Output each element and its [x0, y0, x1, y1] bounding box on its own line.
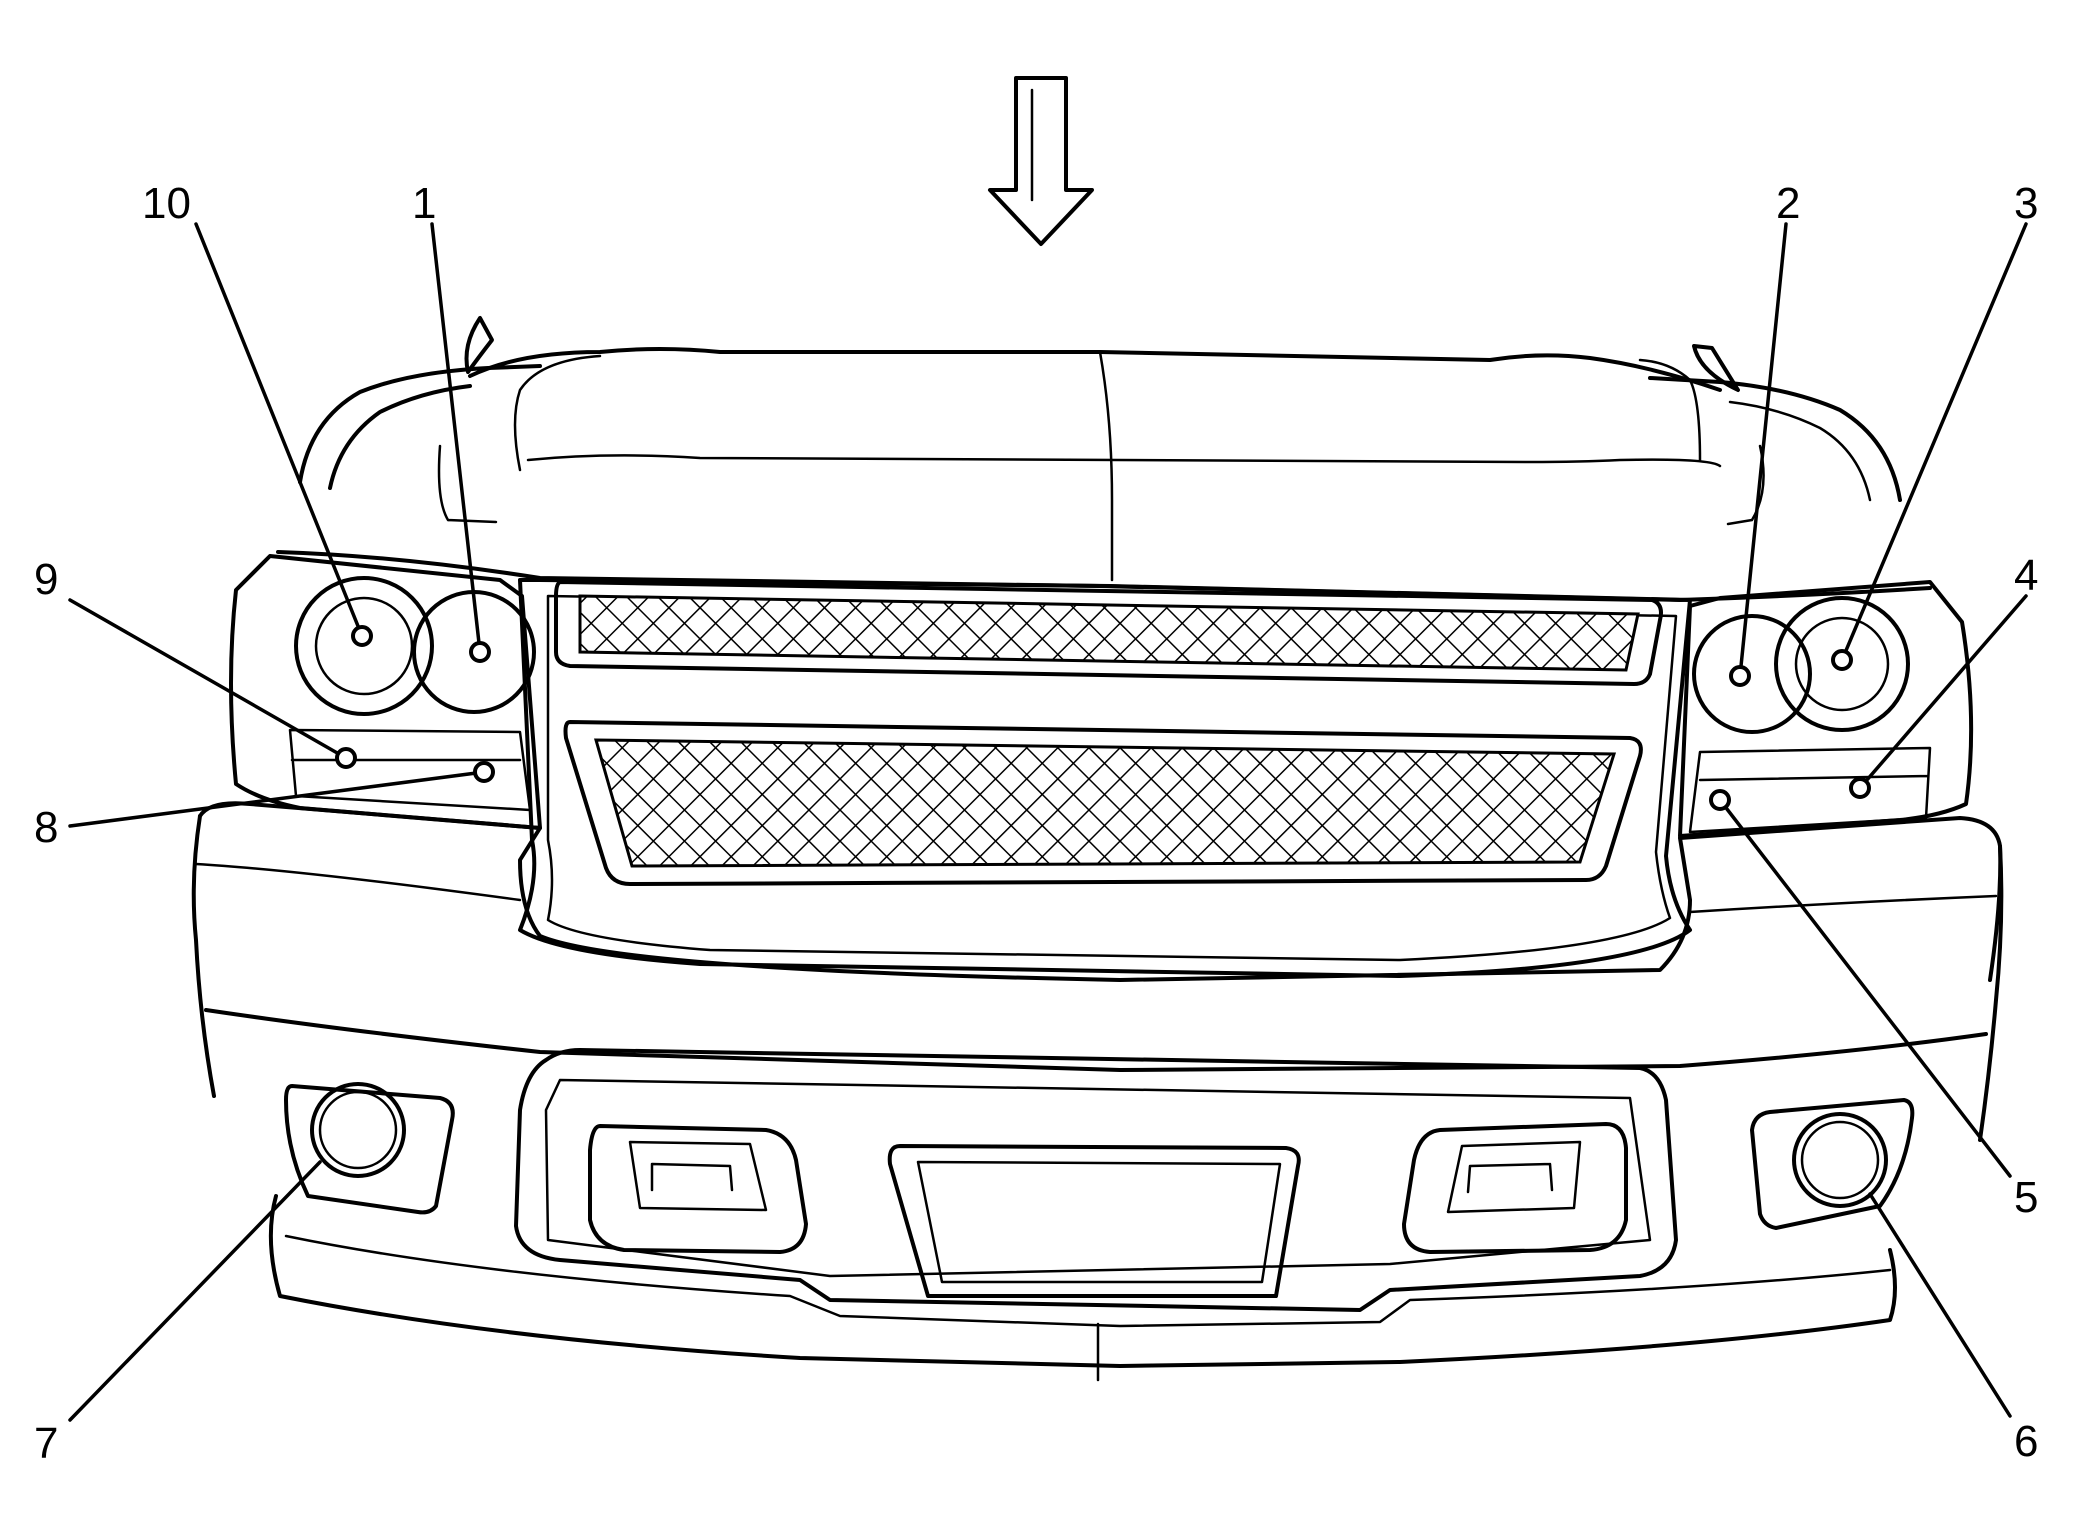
right-tow-hook	[1446, 1140, 1582, 1214]
lower-bumper-lip	[268, 1194, 1897, 1368]
left-fender-inner	[328, 384, 472, 490]
callout-8-dot	[473, 761, 495, 783]
right-fog-lamp-ring	[1800, 1120, 1880, 1200]
callout-9: 9	[34, 555, 58, 604]
right-fog-lamp-bezel	[1750, 1098, 1915, 1230]
right-tow-hook-pocket	[1402, 1122, 1628, 1254]
callout-9-dot	[335, 747, 357, 769]
left-fog-lamp	[310, 1082, 406, 1178]
left-fog-lamp-ring	[318, 1090, 398, 1170]
center-air-dam-inner	[544, 1078, 1652, 1278]
callout-6: 6	[2014, 1417, 2038, 1466]
hood-bulge	[513, 354, 1722, 472]
upper-grille-frame	[554, 580, 1663, 686]
leader-8	[68, 770, 486, 828]
right-lamp-lower-lens	[1688, 746, 1932, 834]
center-air-dam	[514, 1048, 1678, 1312]
license-plate	[887, 1144, 1301, 1298]
grille-surround-inner	[546, 594, 1678, 962]
hood-outline	[468, 347, 1722, 392]
left-fog-lamp-bezel	[284, 1084, 455, 1215]
license-plate-inner	[916, 1160, 1282, 1284]
callout-labels: 10 1 2 3 4 5 6 7 8 9	[34, 179, 2038, 1468]
right-inner-headlamp	[1692, 614, 1812, 734]
left-tow-hook	[628, 1140, 768, 1212]
callout-3: 3	[2014, 179, 2038, 228]
left-outer-headlamp-ring	[314, 596, 414, 696]
right-mirror	[1692, 344, 1740, 392]
callout-1-dot	[469, 641, 491, 663]
view-direction-arrow	[988, 76, 1094, 246]
callout-5: 5	[2014, 1173, 2038, 1222]
callout-4-dot	[1849, 777, 1871, 799]
right-outer-headlamp	[1774, 596, 1910, 732]
lower-grille-frame	[563, 720, 1643, 886]
left-mirror	[464, 316, 494, 374]
callout-2-dot	[1729, 665, 1751, 687]
callout-8: 8	[34, 803, 58, 852]
right-fender-inner	[1728, 400, 1872, 502]
leader-3	[1840, 222, 2028, 662]
callout-4: 4	[2014, 551, 2038, 600]
leader-6	[1868, 1192, 2012, 1418]
callout-1: 1	[412, 179, 436, 228]
hood-center-crease	[1098, 350, 1114, 582]
bumper-left-side	[191, 814, 216, 1098]
callout-10: 10	[142, 179, 191, 228]
leader-10	[194, 222, 364, 638]
callout-leaders	[68, 222, 2028, 1422]
callout-2: 2	[1776, 179, 1800, 228]
left-outer-headlamp	[294, 576, 434, 716]
left-tow-hook-pocket	[588, 1124, 808, 1254]
callout-10-dot	[351, 625, 373, 647]
right-fender	[1648, 376, 1902, 502]
callout-3-dot	[1831, 649, 1853, 671]
upper-bumper-lower-edge	[194, 862, 1998, 914]
right-fog-lamp	[1792, 1112, 1888, 1208]
right-outer-headlamp-ring	[1794, 616, 1890, 712]
leader-9	[68, 598, 348, 760]
leader-7	[68, 1160, 322, 1422]
leader-5	[1718, 798, 2012, 1178]
lower-bumper-lip-inner	[284, 1234, 1892, 1328]
hood-side-crease-left	[437, 444, 498, 524]
lower-grille-mesh	[594, 738, 1617, 868]
callout-5-dot	[1709, 789, 1731, 811]
leader-2	[1738, 222, 1788, 678]
upper-grille-mesh	[578, 594, 1640, 672]
left-fender	[298, 364, 542, 484]
bumper-right-side	[1978, 844, 2004, 1142]
leader-1	[430, 222, 482, 654]
callout-7: 7	[34, 1419, 58, 1468]
lower-bumper-fascia	[204, 1008, 1988, 1072]
leader-4	[1858, 594, 2028, 790]
